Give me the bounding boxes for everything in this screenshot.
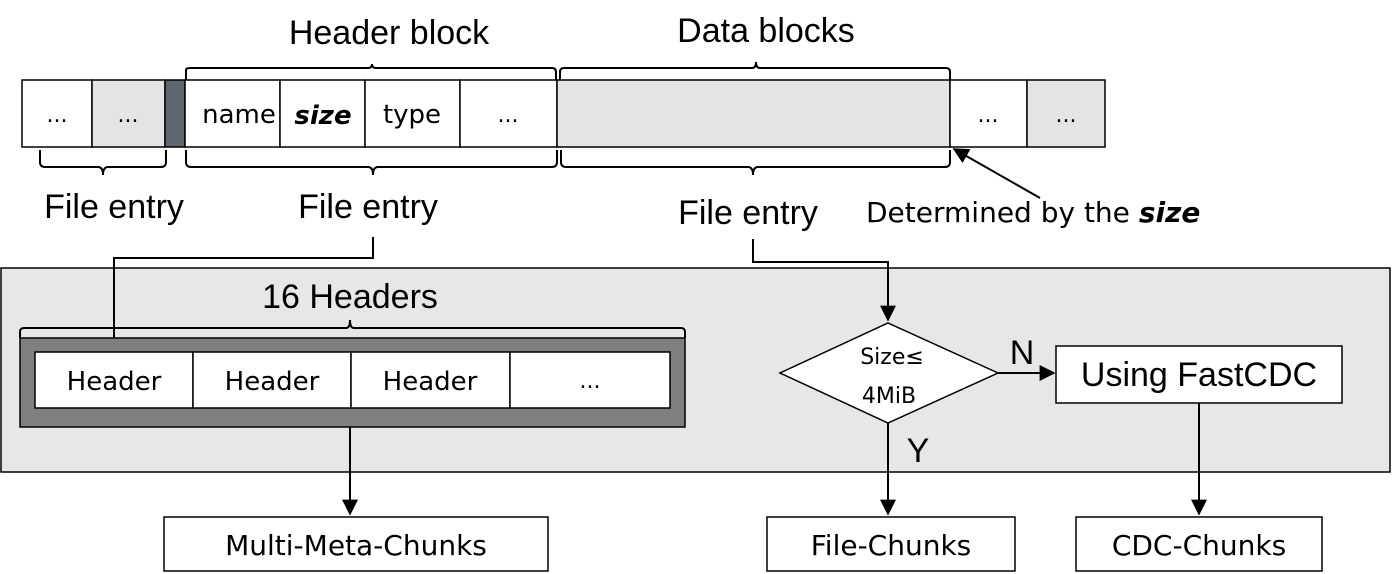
- file-layout-row: ... ... name size type ... ... ...: [21, 79, 1106, 148]
- headers-label: 16 Headers: [262, 278, 438, 316]
- mid-entry-connector: [106, 237, 374, 354]
- header-cell-label: Header: [383, 367, 478, 397]
- left-dots-label-1: ...: [47, 103, 68, 128]
- name-cell: [184, 79, 281, 148]
- left-dots-cell-1: [21, 79, 93, 148]
- header-cell-label: Header: [67, 367, 162, 397]
- right-entry-brace: [560, 150, 951, 176]
- header-dots-label: ...: [498, 103, 519, 128]
- fastcdc-label: Using FastCDC: [1081, 356, 1317, 394]
- size-label: size: [294, 101, 351, 131]
- type-cell: [364, 79, 461, 148]
- data-blocks-cell: [556, 79, 951, 148]
- entry-separator: [164, 79, 186, 148]
- file-chunks-box: [766, 516, 1016, 572]
- header-cell-1: [34, 351, 194, 409]
- multi-meta-chunks-label: Multi-Meta-Chunks: [225, 529, 487, 562]
- determined-emph: size: [1139, 196, 1201, 229]
- header-block-label: Header block: [289, 14, 490, 52]
- right-dots-cell-2: [1026, 79, 1106, 148]
- determined-arrow: [952, 148, 1041, 199]
- file-entry-mid-label: File entry: [298, 188, 438, 226]
- decision-line-1: Size≤: [860, 345, 924, 370]
- yes-label: Y: [907, 432, 930, 470]
- right-dots-label-2: ...: [1056, 103, 1077, 128]
- header-cell-2: [192, 351, 352, 409]
- right-dots-label-1: ...: [978, 103, 999, 128]
- headers-brace: [19, 319, 686, 338]
- no-label: N: [1010, 334, 1035, 372]
- left-dots-label-2: ...: [118, 103, 139, 128]
- type-label: type: [383, 100, 441, 130]
- header-cell-label: Header: [225, 367, 320, 397]
- header-dots-cell: [459, 79, 558, 148]
- name-label: name: [202, 100, 276, 130]
- header-cell-3: [350, 351, 511, 409]
- file-entry-right-label: File entry: [678, 194, 818, 232]
- data-blocks-label: Data blocks: [677, 12, 855, 50]
- header-block-brace: [185, 63, 557, 80]
- determined-prefix: Determined by the: [866, 196, 1139, 229]
- left-entry-brace: [39, 150, 167, 176]
- fastcdc-box: [1055, 345, 1343, 404]
- right-entry-connector: [752, 239, 896, 322]
- cdc-chunks-box: [1075, 516, 1323, 572]
- file-entry-left-label: File entry: [44, 188, 184, 226]
- file-chunks-label: File-Chunks: [811, 529, 972, 562]
- decision-line-2: 4MiB: [862, 384, 916, 409]
- data-blocks-brace: [559, 61, 951, 80]
- determined-by-size-label: Determined by the size: [866, 196, 1200, 229]
- header-cell-label: ...: [580, 369, 601, 394]
- mid-entry-brace: [185, 150, 558, 176]
- multi-meta-chunks-box: [163, 516, 549, 572]
- cdc-chunks-label: CDC-Chunks: [1112, 529, 1286, 562]
- header-cell-4: [509, 351, 671, 409]
- right-dots-cell-1: [949, 79, 1028, 148]
- left-dots-cell-2: [91, 79, 166, 148]
